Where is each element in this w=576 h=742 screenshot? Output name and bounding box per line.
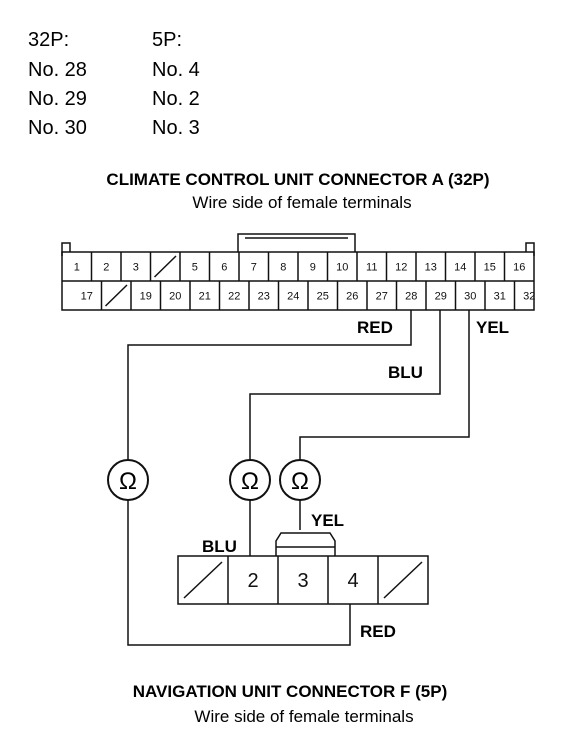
connector-a-subtitle: Wire side of female terminals <box>192 193 411 212</box>
ohm-symbol: Ω <box>241 468 259 495</box>
connector-a-pin-label: 24 <box>287 291 299 303</box>
connector-a-pin-label: 32 <box>523 291 535 303</box>
wire-label-yel-bottom: YEL <box>311 511 344 530</box>
connector-a-pin-label: 19 <box>140 291 152 303</box>
ohmmeter-icon <box>107 459 149 501</box>
connector-a-pin-label: 8 <box>280 262 286 274</box>
wire-label-blu-bottom: BLU <box>202 537 237 556</box>
table-cell: No. 30 <box>28 117 87 139</box>
connector-a-pin-label: 31 <box>494 291 506 303</box>
wire-meter-1-to-red-4 <box>127 500 351 646</box>
wire-red-28-to-meter-1 <box>127 310 412 460</box>
connector-a-pin-label: 25 <box>317 291 329 303</box>
table-cell: No. 2 <box>152 88 200 110</box>
wires <box>127 310 470 646</box>
wire-label-red-bottom: RED <box>360 622 396 641</box>
ohmmeter-icon <box>229 459 271 501</box>
connector-a-empty-cavity <box>153 255 177 278</box>
ohm-symbol: Ω <box>119 468 137 495</box>
ohmmeter-2: Ω <box>229 459 271 501</box>
connector-a-pin-label: 2 <box>103 262 109 274</box>
connector-a-pin-label: 26 <box>346 291 358 303</box>
connector-f-empty-cavity <box>183 561 223 599</box>
connector-a-pin-label: 29 <box>435 291 447 303</box>
connector-a-pin-label: 28 <box>405 291 417 303</box>
connector-f: 2 3 4 <box>177 532 429 605</box>
wire-label-yel-top: YEL <box>476 318 509 337</box>
pin-correspondence-table: 32P: 5P: No. 28 No. 4 No. 29 No. 2 No. 3… <box>28 29 200 139</box>
connector-a-pin-label: 22 <box>228 291 240 303</box>
connector-a-pin-label: 15 <box>484 262 496 274</box>
connector-f-lock-tab <box>275 532 336 556</box>
ohmmeter-icon <box>279 459 321 501</box>
connector-f-pin-label: 2 <box>247 570 258 592</box>
wire-yel-30-to-meter-3 <box>299 310 470 460</box>
connector-a-pin-label: 20 <box>169 291 181 303</box>
ohmmeter-3: Ω <box>279 459 321 501</box>
table-header-32p: 32P: <box>28 29 69 51</box>
table-cell: No. 4 <box>152 59 200 81</box>
wire-blu-29-to-meter-2 <box>249 310 441 460</box>
connector-a-empty-cavity <box>104 284 128 307</box>
connector-a-pin-label: 17 <box>81 291 93 303</box>
wire-label-blu-top: BLU <box>388 363 423 382</box>
connector-a-pin-label: 9 <box>310 262 316 274</box>
table-cell: No. 29 <box>28 88 87 110</box>
connector-a-pin-label: 16 <box>513 262 525 274</box>
connector-a-pin-label: 5 <box>192 262 198 274</box>
connector-a-pin-label: 10 <box>336 262 348 274</box>
connector-a-pin-label: 27 <box>376 291 388 303</box>
ohmmeter-1: Ω <box>107 459 149 501</box>
connector-f-pin-label: 4 <box>347 570 358 592</box>
table-cell: No. 28 <box>28 59 87 81</box>
wire-label-red-top: RED <box>357 318 393 337</box>
connector-f-empty-cavity <box>383 561 423 599</box>
connector-a-lock-tab <box>237 233 356 252</box>
connector-a-pin-label: 1 <box>74 262 80 274</box>
connector-a-pin-label: 30 <box>464 291 476 303</box>
connector-a-pin-label: 7 <box>251 262 257 274</box>
connector-f-title: NAVIGATION UNIT CONNECTOR F (5P) <box>133 682 448 701</box>
connector-a-pin-label: 12 <box>395 262 407 274</box>
connector-a-pin-label: 13 <box>425 262 437 274</box>
connector-f-subtitle: Wire side of female terminals <box>194 707 413 726</box>
table-cell: No. 3 <box>152 117 200 139</box>
connector-a-pin-label: 6 <box>221 262 227 274</box>
connector-a-ear-left <box>61 242 71 256</box>
ohm-symbol: Ω <box>291 468 309 495</box>
connector-a-pin-label: 11 <box>366 262 377 274</box>
connector-f-cells: 2 3 4 <box>183 556 423 604</box>
connector-a-pin-label: 23 <box>258 291 270 303</box>
connector-a-pin-label: 3 <box>133 262 139 274</box>
connector-a-pin-label: 21 <box>199 291 211 303</box>
connector-f-outline <box>177 555 429 605</box>
connector-a-ear-right <box>525 242 535 256</box>
connector-a-pin-label: 14 <box>454 262 466 274</box>
connector-f-pin-label: 3 <box>297 570 308 592</box>
connector-a-title: CLIMATE CONTROL UNIT CONNECTOR A (32P) <box>106 170 489 189</box>
table-header-5p: 5P: <box>152 29 182 51</box>
